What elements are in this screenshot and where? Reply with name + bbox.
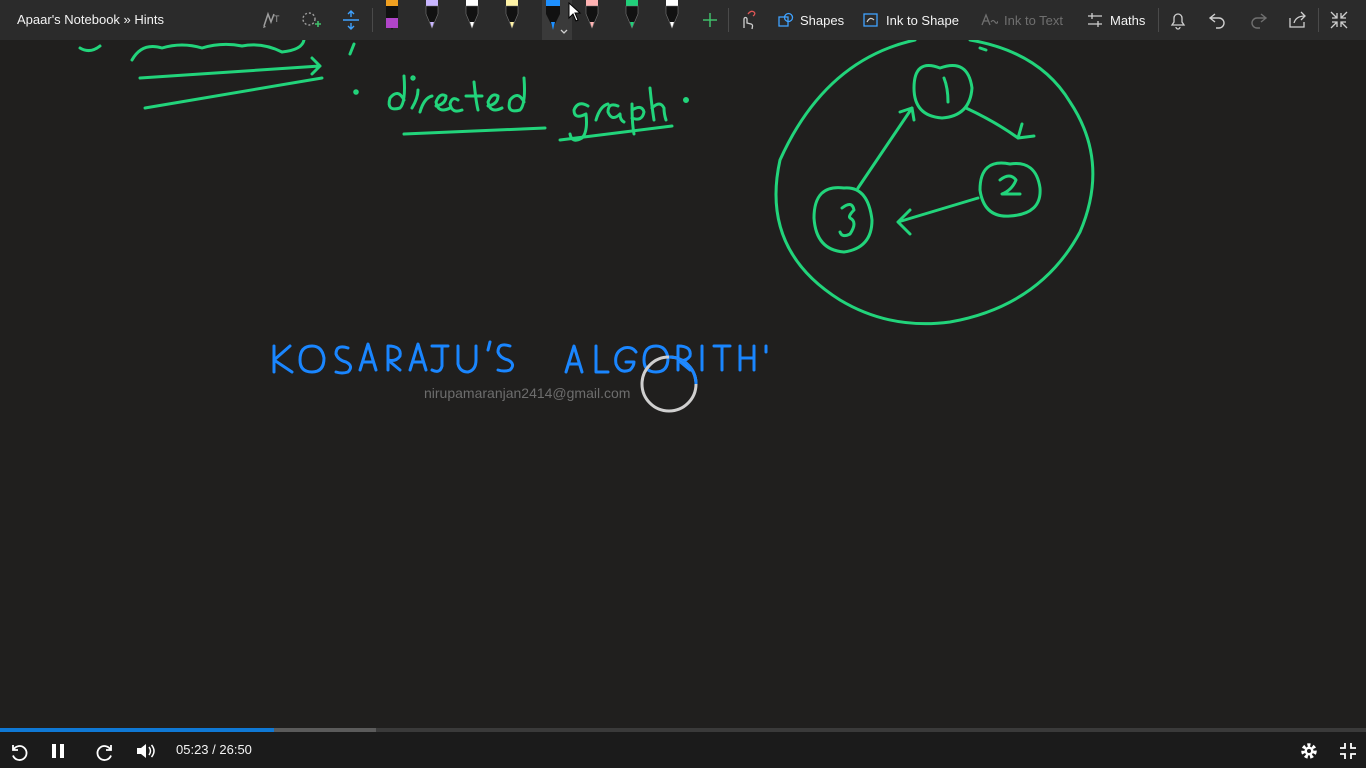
toolbar-separator [728,8,729,32]
toolbar-separator [1318,8,1319,32]
toolbar-separator [1158,8,1159,32]
share-icon[interactable] [1286,8,1310,32]
pen-white-button[interactable] [462,0,482,36]
shapes-label: Shapes [800,12,845,28]
ink-to-text-icon [981,13,998,26]
mouse-cursor-icon [568,2,582,22]
shapes-icon [778,12,794,27]
ink-to-text-label: Ink to Text [1004,12,1064,28]
notifications-icon[interactable] [1166,8,1190,32]
shapes-button[interactable]: Shapes [778,9,844,31]
loading-spinner [640,355,698,413]
undo-icon[interactable] [1206,8,1230,32]
time-display: 05:23 / 26:50 [176,742,252,757]
pen-purple-button[interactable] [382,0,402,36]
add-pen-icon[interactable] [698,8,722,32]
pen-pink-button[interactable] [582,0,602,36]
pen-green-button[interactable] [622,0,642,36]
app-toolbar: Apaar's Notebook » Hints T [0,0,1366,40]
playback-progress [0,728,275,732]
add-space-icon[interactable] [299,8,323,32]
volume-icon[interactable] [134,740,156,762]
ink-to-shape-button[interactable]: Ink to Shape [862,9,959,31]
maths-button[interactable]: Maths [1086,9,1145,31]
ink-to-text-button[interactable]: Ink to Text [980,9,1063,31]
pen-blue-selected-button[interactable] [542,0,572,40]
notebook-title: Apaar's Notebook » Hints [17,12,165,27]
pen-lavender-button[interactable] [422,0,442,36]
forward-icon[interactable] [95,740,117,762]
rewind-icon[interactable] [7,740,29,762]
maths-label: Maths [1110,12,1146,28]
pen-yellow-button[interactable] [502,0,522,36]
pen-white-2-button[interactable] [662,0,682,36]
handwritten-ink [78,40,1095,413]
svg-text:T: T [274,14,280,24]
touch-draw-icon[interactable] [735,8,759,32]
exit-fullscreen-icon[interactable] [1337,740,1359,762]
pause-icon[interactable] [47,740,69,762]
ink-to-shape-icon [863,13,878,27]
notebook-canvas[interactable]: nirupamaranjan2414@gmail.com [0,40,1366,728]
insert-space-icon[interactable] [339,8,363,32]
maths-icon [1088,13,1102,27]
lasso-select-icon[interactable]: T [259,8,283,32]
collapse-icon[interactable] [1327,8,1351,32]
toolbar-separator [372,8,373,32]
redo-icon[interactable] [1246,8,1270,32]
seek-bar[interactable] [0,728,1366,732]
ink-to-shape-label: Ink to Shape [886,12,959,28]
settings-gear-icon[interactable] [1298,740,1320,762]
email-watermark: nirupamaranjan2414@gmail.com [424,385,631,401]
player-controls: 05:23 / 26:50 [0,732,1366,768]
